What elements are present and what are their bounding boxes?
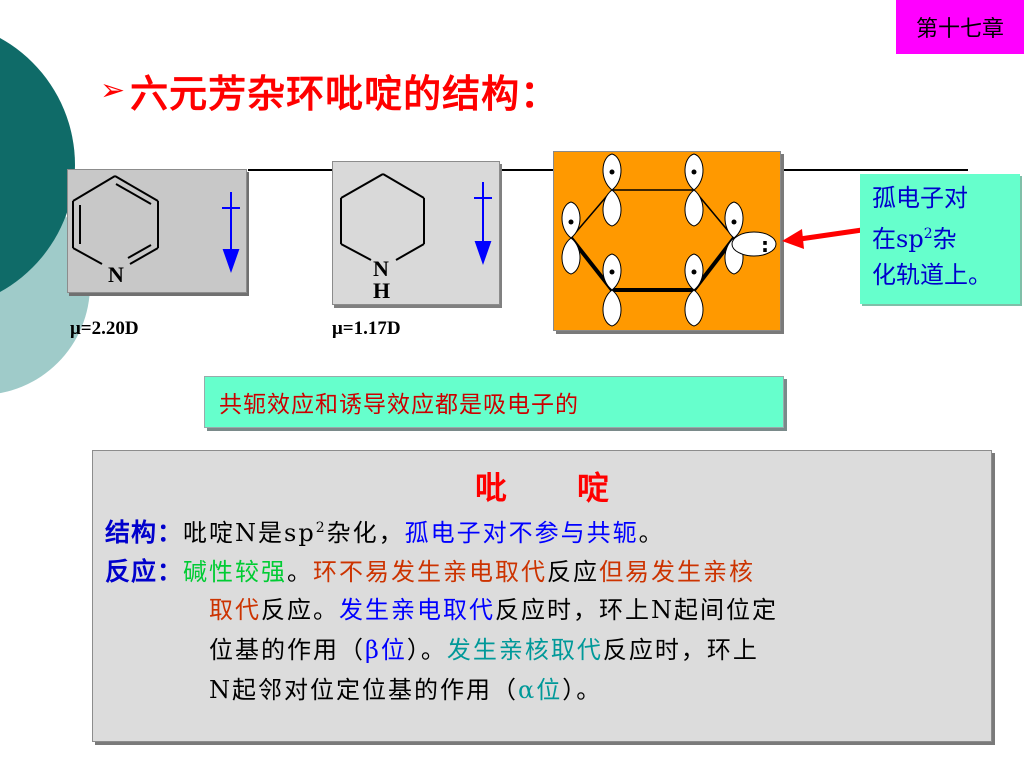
pyridine-n-atom: N <box>108 262 124 287</box>
reaction-line-3: 位基的作用（β位）。发生亲核取代反应时，环上 <box>209 636 759 664</box>
lone-pair-line-3: 化轨道上。 <box>872 261 992 289</box>
arrow-bullet-icon: ➢ <box>100 72 127 108</box>
summary-heading: 吡 啶 <box>474 469 611 507</box>
piperidine-dipole: μ=1.17D <box>332 318 401 339</box>
reaction-line-4: N起邻对位定位基的作用（α位）。 <box>209 676 603 704</box>
pyridine-ring-diagram <box>72 175 240 274</box>
pyridine-orbital-diagram: : <box>553 151 781 331</box>
reaction-line-1: 反应：碱性较强。环不易发生亲电取代反应但易发生亲核 <box>105 557 756 586</box>
chapter-tag: 第十七章 <box>896 0 1024 54</box>
piperidine-ring-diagram <box>340 173 492 266</box>
lone-pair-dots: : <box>761 233 769 257</box>
lone-pair-line-2: 在sp2杂 <box>872 225 957 253</box>
structure-line: 结构：吡啶N是sp2杂化，孤电子对不参与共轭。 <box>105 518 665 547</box>
pyridine-summary-box: 吡 啶 结构：吡啶N是sp2杂化，孤电子对不参与共轭。 反应：碱性较强。环不易发… <box>92 450 992 742</box>
lone-pair-line-1: 孤电子对 <box>872 184 968 212</box>
piperidine-structure-panel: N H <box>332 161 500 305</box>
conjugation-note: 共轭效应和诱导效应都是吸电子的 <box>204 376 784 428</box>
structure-label: 结构： <box>105 518 184 547</box>
reaction-line-2: 取代反应。发生亲电取代反应时，环上N起间位定 <box>209 596 778 624</box>
lone-pair-note: 孤电子对 在sp2杂 化轨道上。 <box>860 174 1020 304</box>
piperidine-h-atom: H <box>373 278 391 303</box>
piperidine-n-atom: N <box>373 256 389 281</box>
pyridine-dipole: μ=2.20D <box>70 318 139 339</box>
page-title-text: 六元芳杂环吡啶的结构： <box>130 71 560 116</box>
p-orbital-lobes-diagram: : <box>561 153 777 327</box>
pyridine-structure-panel: N <box>67 169 247 293</box>
reaction-label: 反应： <box>105 557 184 586</box>
page-title: ➢ 六元芳杂环吡啶的结构： <box>100 62 559 118</box>
red-pointer-arrow-icon <box>782 227 863 249</box>
